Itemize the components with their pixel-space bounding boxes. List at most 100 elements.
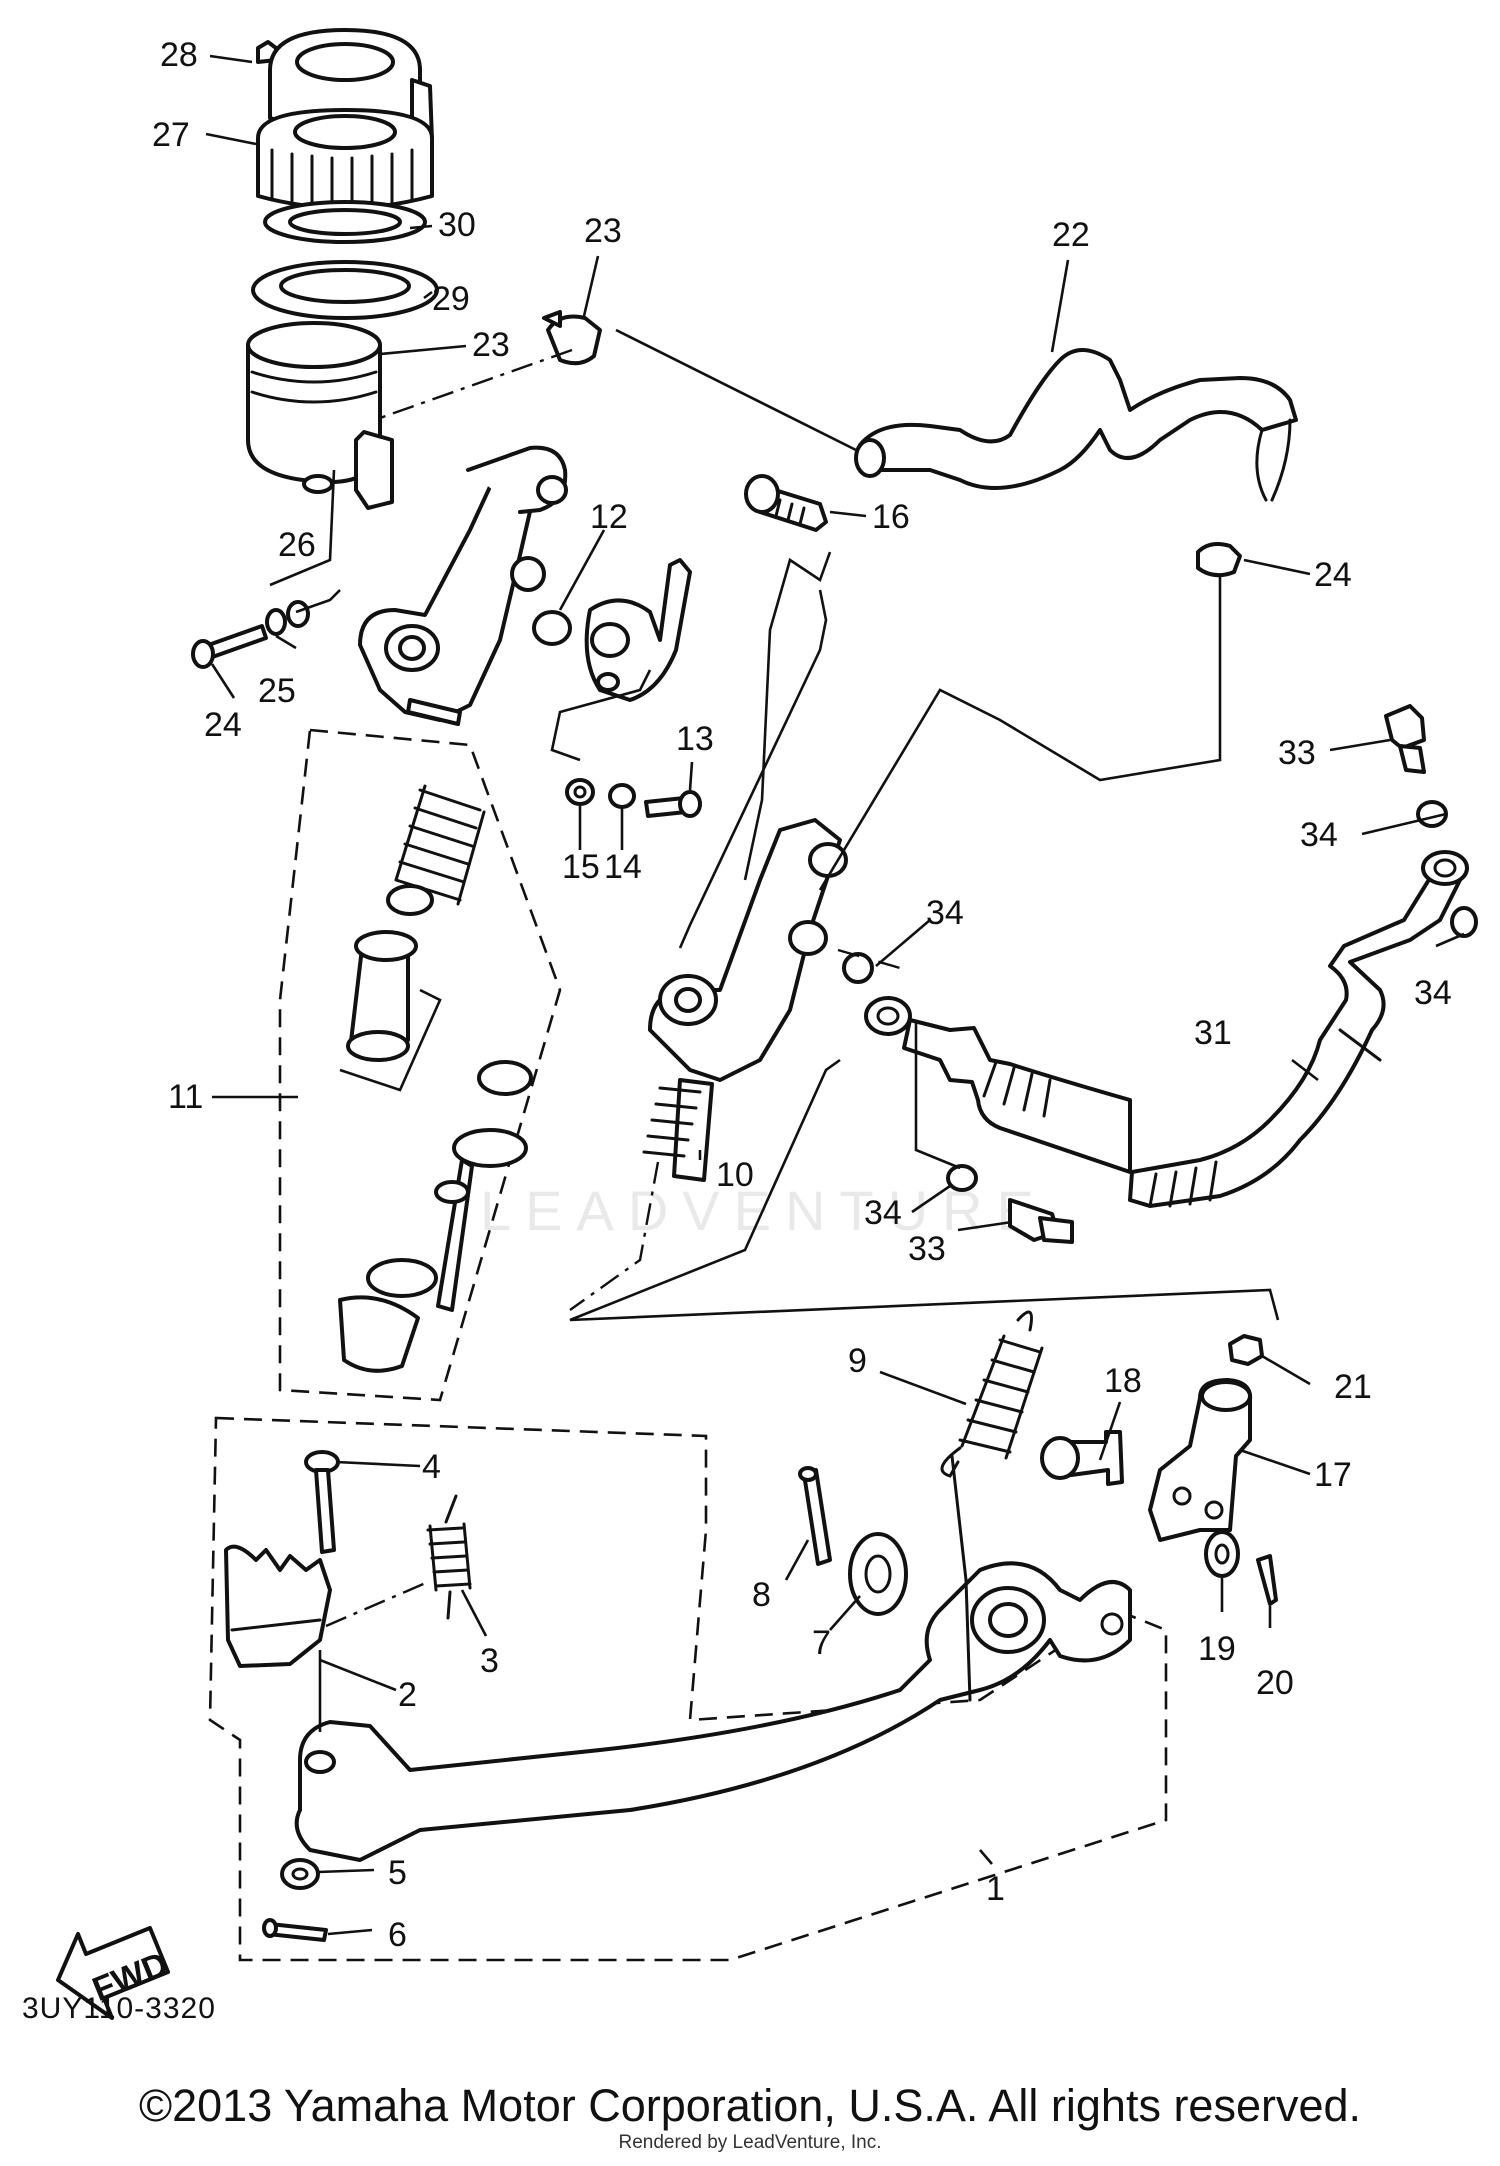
callout-19: 19 [1198, 1630, 1236, 1668]
master-cylinder-10 [642, 818, 848, 1182]
callout-15: 15 [562, 848, 600, 886]
callout-23-upper: 23 [584, 212, 622, 250]
callout-30: 29 [432, 280, 470, 318]
callout-33-upper: 33 [1278, 734, 1316, 772]
callout-34-center: 34 [926, 894, 964, 932]
callout-25: 24 [204, 706, 242, 744]
pin-4 [304, 1450, 340, 1554]
callout-32: 31 [1194, 1014, 1232, 1052]
callout-16: 16 [872, 498, 910, 536]
callout-1: 1 [986, 1870, 1005, 1908]
feed-line [678, 589, 828, 949]
kit-11-spring [394, 784, 486, 906]
callout-7: 7 [812, 1624, 831, 1662]
callout-34-lower: 34 [864, 1194, 902, 1232]
washer-7 [848, 1532, 908, 1616]
screw-13 [644, 790, 702, 818]
spring-3 [426, 1494, 472, 1620]
washer-34-b [1450, 906, 1478, 938]
hose-clamp-23-upper [542, 310, 602, 366]
kit-11-boundary [278, 728, 562, 1402]
kit-11-boot [338, 1295, 420, 1373]
callout-9: 9 [848, 1342, 867, 1380]
kit-11-inner-leader [339, 988, 442, 1092]
washer-15 [565, 778, 595, 806]
brake-pedal [294, 1454, 1132, 1862]
callout-29: 28 [160, 36, 198, 74]
kit-11-piston [346, 884, 434, 1062]
return-spring-9 [940, 1310, 1044, 1478]
callout-5: 5 [388, 1854, 407, 1892]
reservoir-hose-22 [854, 348, 1298, 502]
cotter-pin-8 [798, 1466, 832, 1566]
callout-3: 3 [480, 1642, 499, 1680]
leader-34-lower [914, 1020, 961, 1170]
callout-18: 18 [1104, 1362, 1142, 1400]
callout-24: 23 [472, 326, 510, 364]
washer-34-c [842, 952, 874, 984]
callout-12: 12 [590, 498, 628, 536]
callout-34-right: 34 [1414, 974, 1452, 1012]
leader-27 [295, 589, 341, 614]
callout-17: 17 [1314, 1456, 1352, 1494]
leader-reservoir-clamp [379, 348, 573, 420]
reservoir-cap-28 [256, 108, 434, 216]
cotter-pin-6 [262, 1918, 328, 1942]
collar-27 [286, 600, 310, 628]
copyright-notice: ©2013 Yamaha Motor Corporation, U.S.A. A… [138, 2080, 1362, 2131]
bolt-16 [744, 474, 828, 532]
callout-leaders [205, 54, 1465, 1936]
callout-8: 8 [752, 1576, 771, 1614]
diaphragm-plate-30 [251, 260, 439, 320]
forward-direction-arrow: FWD [56, 1926, 173, 2020]
callout-11: 11 [168, 1078, 203, 1116]
reservoir-tank-24 [246, 321, 394, 510]
kit-11-clip [366, 1258, 438, 1298]
leader-hose-cylinder [818, 574, 1222, 891]
diagram-code: 3UY110-3320 [22, 1992, 216, 2025]
union-bolt-33-lower [1008, 1198, 1074, 1244]
master-cylinder-body [358, 445, 568, 726]
pushrod-path [569, 1058, 1280, 1322]
callout-28: 27 [152, 116, 190, 154]
pedal-assembly-1-boundary [208, 1416, 1168, 1962]
hose-joint [584, 558, 692, 702]
washer-19 [1204, 1530, 1240, 1578]
washer-14 [608, 783, 636, 809]
callout-27: 26 [278, 526, 316, 564]
callout-2: 2 [398, 1676, 417, 1714]
callout-31: 30 [438, 206, 476, 244]
leader-clamp-hose [615, 328, 857, 452]
clevis-17 [1148, 1378, 1253, 1542]
leader-34-c [837, 948, 901, 970]
callout-21: 21 [1334, 1368, 1372, 1406]
brake-hose-32 [864, 850, 1469, 1208]
callout-26: 25 [258, 672, 296, 710]
rendered-by-credit: Rendered by LeadVenture, Inc. [618, 2132, 882, 2153]
leader-10-lower [569, 1161, 660, 1311]
leader-15 [550, 669, 652, 762]
kit-11-pushrod [434, 1128, 528, 1312]
footpeg-2 [224, 1544, 332, 1668]
callout-6: 6 [388, 1916, 407, 1954]
callout-14: 14 [604, 848, 642, 886]
washer-5 [280, 1858, 320, 1890]
nut-21 [1228, 1334, 1264, 1366]
leader-spring-3 [325, 1580, 429, 1628]
callout-13: 13 [676, 720, 714, 758]
cotter-pin-20 [1256, 1554, 1278, 1606]
leader-16 [743, 551, 832, 881]
union-bolt-33-upper [1384, 704, 1426, 774]
watermark-text: LEADVENTURE [480, 1179, 1048, 1242]
pin-18 [1040, 1430, 1124, 1486]
callout-20: 20 [1256, 1664, 1294, 1702]
bolt-25 [191, 624, 268, 669]
leader-27-top [269, 469, 336, 587]
kit-11-cup [477, 1060, 533, 1096]
washer-26 [265, 608, 287, 636]
callout-22: 22 [1052, 216, 1090, 254]
diaphragm-31 [263, 200, 427, 244]
callout-33-lower: 33 [908, 1230, 946, 1268]
washer-34-d [946, 1164, 978, 1192]
